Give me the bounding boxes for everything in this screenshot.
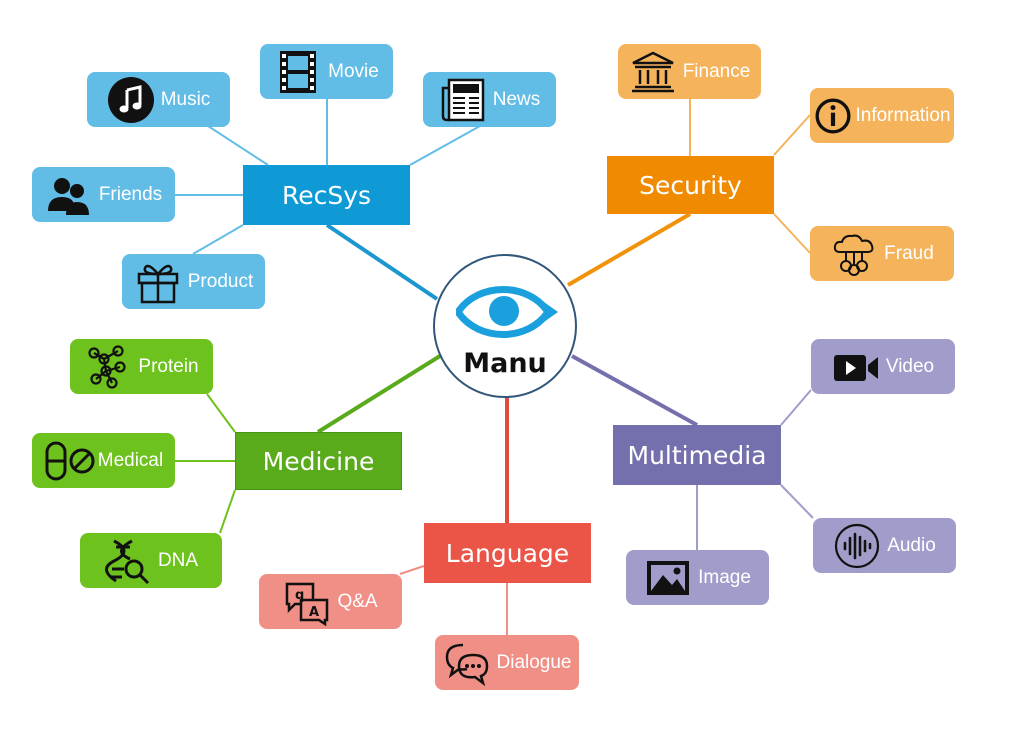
connector-recsys-leaf-5: [192, 224, 244, 255]
leaf-music: Music: [87, 72, 230, 127]
eye-logo-icon: [456, 286, 558, 338]
leaf-finance: Finance: [618, 44, 761, 99]
connector-recsys-leaf-1: [207, 125, 269, 166]
leaf-news: News: [423, 72, 556, 127]
leaf-dna: DNA: [80, 533, 222, 588]
connector-medicine-leaf-13: [219, 489, 236, 534]
connector-security-leaf-9: [773, 213, 811, 254]
leaf-label: Video: [885, 355, 935, 377]
leaf-information: Information: [810, 88, 954, 143]
leaf-label: News: [492, 88, 541, 110]
leaf-label: Audio: [887, 534, 936, 556]
leaf-qa: q A Q&A: [259, 574, 402, 629]
leaf-movie: Movie: [260, 44, 393, 99]
leaf-label: Movie: [328, 60, 379, 82]
svg-text:q: q: [295, 588, 304, 603]
connector-multimedia-hub-14: [571, 354, 698, 427]
center-node: Manu: [433, 254, 577, 398]
connector-multimedia-leaf-16: [780, 484, 814, 519]
film-strip-icon: [280, 50, 317, 93]
connector-medicine-leaf-11: [206, 393, 236, 433]
leaf-medical: Medical: [32, 433, 175, 488]
connector-security-hub-6: [566, 212, 692, 287]
leaf-dialogue: Dialogue: [435, 635, 579, 690]
music-note-icon: [107, 76, 154, 123]
molecule-icon: [88, 344, 126, 389]
connector-language-leaf-19: [399, 565, 425, 575]
leaf-label: Friends: [98, 183, 163, 205]
leaf-label: Medical: [97, 449, 164, 471]
leaf-label: Image: [698, 566, 751, 588]
audio-wave-icon: [835, 523, 880, 568]
hub-multimedia: Multimedia: [613, 425, 781, 485]
chat-bubbles-icon: [445, 643, 488, 686]
leaf-label: Dialogue: [496, 651, 572, 673]
people-icon: [47, 177, 89, 215]
hub-label: Medicine: [262, 446, 375, 476]
leaf-friends: Friends: [32, 167, 175, 222]
hub-security: Security: [607, 156, 774, 214]
leaf-label: Product: [187, 270, 254, 292]
video-camera-icon: [833, 354, 878, 381]
center-title: Manu: [463, 348, 547, 379]
leaf-label: Music: [160, 88, 211, 110]
svg-text:A: A: [309, 605, 319, 620]
connector-recsys-leaf-3: [409, 125, 481, 166]
bank-icon: [631, 51, 674, 92]
leaf-fraud: Fraud: [810, 226, 954, 281]
hub-medicine: Medicine: [235, 432, 402, 490]
gift-icon: [137, 264, 178, 303]
connector-multimedia-leaf-15: [780, 389, 812, 426]
qa-icon: q A: [286, 582, 329, 626]
info-icon: [815, 98, 851, 133]
leaf-product: Product: [122, 254, 265, 309]
hub-label: Language: [445, 538, 570, 568]
newspaper-icon: [441, 78, 484, 121]
connector-security-leaf-8: [773, 114, 811, 156]
leaf-label: Protein: [138, 355, 199, 377]
hub-language: Language: [424, 523, 591, 583]
dna-search-icon: [104, 539, 149, 584]
leaf-label: Information: [855, 104, 951, 126]
cloud-money-icon: [834, 234, 874, 276]
leaf-audio: Audio: [813, 518, 956, 573]
leaf-label: DNA: [157, 549, 199, 571]
hub-label: Security: [639, 170, 742, 200]
connector-recsys-hub-0: [325, 223, 439, 301]
leaf-label: Fraud: [884, 242, 934, 264]
connector-medicine-hub-10: [316, 354, 442, 434]
leaf-image: Image: [626, 550, 769, 605]
leaf-video: Video: [811, 339, 955, 394]
leaf-label: Finance: [682, 60, 751, 82]
hub-recsys: RecSys: [243, 165, 410, 225]
pill-icon: [45, 441, 95, 480]
image-icon: [647, 560, 690, 595]
leaf-protein: Protein: [70, 339, 213, 394]
hub-label: RecSys: [281, 180, 372, 210]
leaf-label: Q&A: [337, 590, 378, 612]
hub-label: Multimedia: [627, 440, 767, 470]
